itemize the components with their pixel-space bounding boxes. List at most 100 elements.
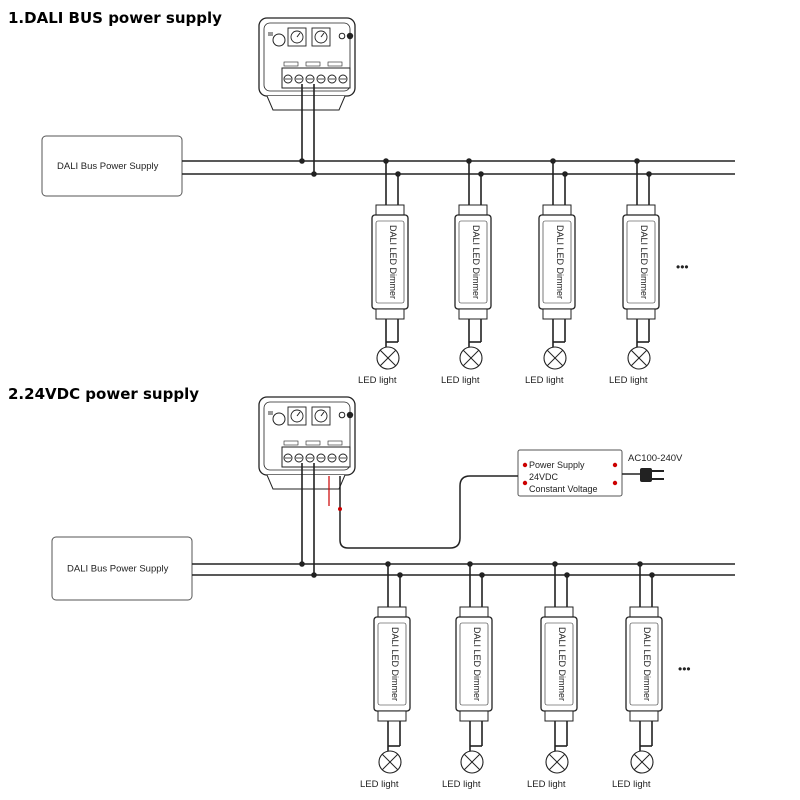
junction-dot [299,561,305,567]
junction-dot [649,572,655,578]
lamp-cross [379,349,397,367]
dimmer-label: DALI LED Dimmer [390,627,400,701]
dimmer-bottom-terminal [458,308,488,320]
junction-dot [646,171,652,177]
led-light-label: LED light [609,375,648,386]
controller-inner-frame [263,22,351,92]
rotary-pointer [320,32,325,38]
led-light-label: LED light [442,779,481,790]
junction-dot [550,158,556,164]
lamp-cross [633,753,651,771]
junction-dot [637,561,643,567]
junction-dot [634,158,640,164]
junction-dot [299,158,305,164]
junction-dot [479,572,485,578]
dimmer-label: DALI LED Dimmer [471,225,481,299]
dc-psu-line2: 24VDC [529,472,559,482]
led-light-label: LED light [441,375,480,386]
dimmer-inner [629,622,659,706]
rotary-pointer [296,32,301,38]
junction-dot [562,171,568,177]
led-light-label: LED light [358,375,397,386]
led-light-label: LED light [360,779,399,790]
dc-psu-line3: Constant Voltage [529,484,598,494]
dimmer-label: DALI LED Dimmer [557,627,567,701]
controller-base [266,474,346,490]
lamp-cross [548,753,566,771]
dimmer-inner [542,220,572,304]
dimmer-label: DALI LED Dimmer [472,627,482,701]
junction-dot [467,561,473,567]
terminal-tab [327,440,343,446]
status-led-icon [338,32,346,40]
ac-input-label: AC100-240V [628,453,683,464]
dc-terminal-icon [522,480,528,486]
lamp-cross [630,349,648,367]
dimmer-inner [544,622,574,706]
dimmer-label: DALI LED Dimmer [388,225,398,299]
dali-bus-psu-box [41,135,183,197]
dimmer-bottom-terminal [459,710,489,722]
dimmer-bottom-terminal [629,710,659,722]
led-light-label: LED light [612,779,651,790]
dimmer-inner [459,622,489,706]
junction-dot [395,171,401,177]
led-light-label: LED light [525,375,564,386]
dimmer-inner [377,622,407,706]
junction-dot [385,561,391,567]
button-icon [272,412,286,426]
terminal-tab [305,440,321,446]
dc-wire-to-controller [339,475,518,549]
more-dimmers-ellipsis: ••• [676,260,689,274]
more-dimmers-ellipsis: ••• [678,662,691,676]
junction-dot [466,158,472,164]
dimmer-bottom-terminal [626,308,656,320]
dimmer-bottom-terminal [375,308,405,320]
dimmer-inner [375,220,405,304]
junction-dot [397,572,403,578]
ac-terminal-icon [612,480,618,486]
lamp-cross [546,349,564,367]
lamp-cross [381,753,399,771]
led-light-label: LED light [527,779,566,790]
lamp-cross [462,349,480,367]
dimmer-bottom-terminal [542,308,572,320]
dimmer-label: DALI LED Dimmer [642,627,652,701]
dali-bus-psu-label: DALI Bus Power Supply [57,161,159,172]
dimmer-inner [626,220,656,304]
status-led-icon [346,32,354,40]
status-led-icon [346,411,354,419]
dimmer-label: DALI LED Dimmer [555,225,565,299]
dimmer-label: DALI LED Dimmer [639,225,649,299]
controller-base [266,95,346,111]
junction-dot [383,158,389,164]
terminal-tab [283,61,299,67]
dc-terminal-icon [522,462,528,468]
ac-terminal-icon [612,462,618,468]
ac-plug-icon [640,468,652,482]
section2-title: 2.24VDC power supply [8,385,199,403]
dimmer-inner [458,220,488,304]
lamp-cross [463,753,481,771]
terminal-tab [283,440,299,446]
junction-dot [564,572,570,578]
status-led-icon [338,411,346,419]
dc-psu-line1: Power Supply [529,460,585,470]
rotary-pointer [320,411,325,417]
dali-bus-psu-box [51,536,193,601]
junction-dot [478,171,484,177]
junction-dot [552,561,558,567]
led-indicator [268,411,273,415]
button-icon [272,33,286,47]
section1-title: 1.DALI BUS power supply [8,9,222,27]
rotary-pointer [296,411,301,417]
junction-dot [311,572,317,578]
dimmer-bottom-terminal [377,710,407,722]
controller-inner-frame [263,401,351,471]
junction-dot [311,171,317,177]
led-indicator [268,32,273,36]
terminal-tab [305,61,321,67]
dali-bus-psu-label: DALI Bus Power Supply [67,564,169,575]
dc-junction [338,507,342,511]
